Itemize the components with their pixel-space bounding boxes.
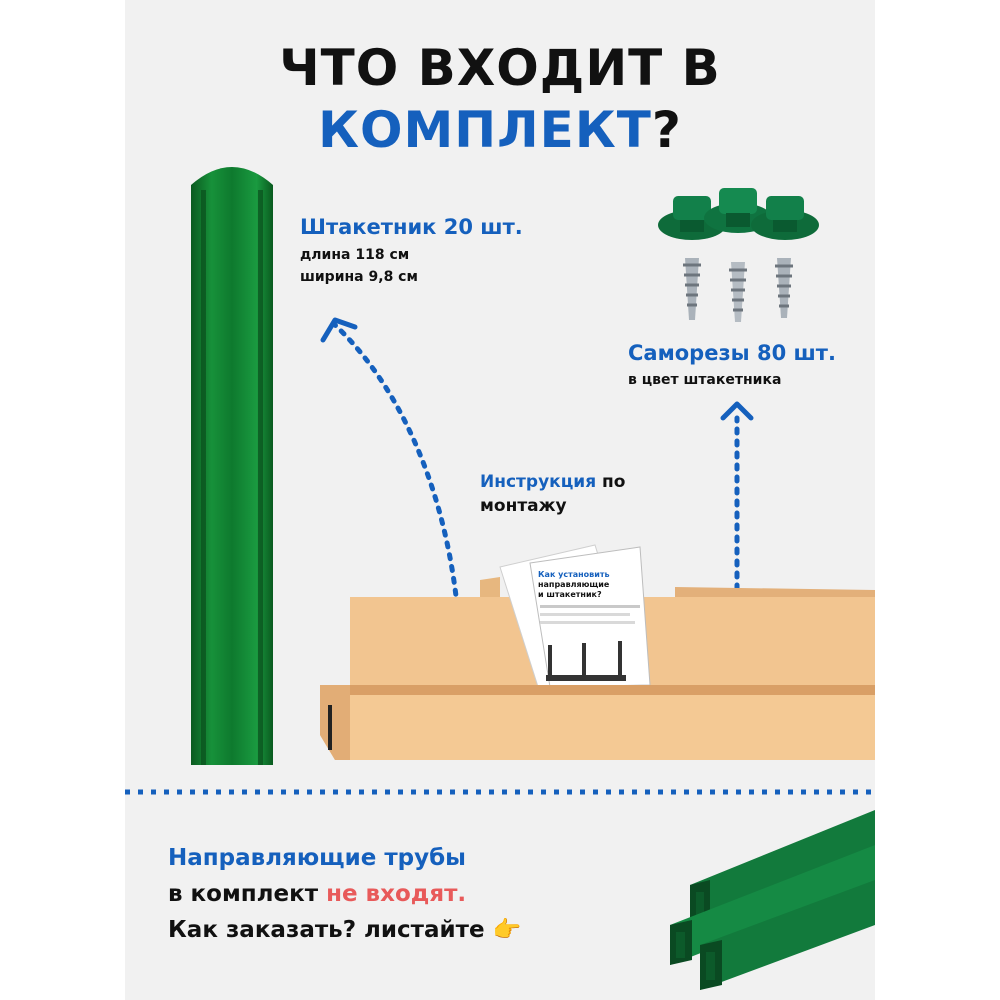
instruction-accent: Инструкция	[480, 472, 597, 492]
pipes-heading: Направляющие трубы	[168, 845, 466, 871]
instruction-line-2: монтажу	[480, 496, 567, 516]
order-hint: Как заказать? листайте 👉	[168, 912, 521, 948]
product-card: ЧТО ВХОДИТ В КОМПЛЕКТ? Штакетник 20 шт. …	[125, 0, 875, 1000]
svg-text:направляющие: направляющие	[538, 580, 610, 589]
screws-image	[658, 188, 819, 322]
screws-sub: в цвет штакетника	[628, 372, 782, 388]
title-line-1: ЧТО ВХОДИТ В	[279, 39, 721, 97]
title-accent: КОМПЛЕКТ	[318, 101, 652, 159]
pointing-hand-icon: 👉	[492, 917, 522, 943]
screws-heading: Саморезы 80 шт.	[628, 341, 836, 365]
picket-heading: Штакетник 20 шт.	[300, 215, 523, 239]
arrow-up-icon	[720, 401, 754, 421]
pipes-not-included-pre: в комплект	[168, 881, 327, 907]
pipes-image	[670, 810, 875, 990]
box-image: Как установить направляющие и штакетник?	[320, 544, 875, 760]
order-hint-text: Как заказать? листайте	[168, 917, 485, 943]
svg-text:и штакетник?: и штакетник?	[538, 590, 602, 599]
picket-image	[191, 167, 273, 765]
instruction-label: Инструкция по монтажу	[480, 470, 625, 518]
pipes-not-included: в комплект не входят.	[168, 876, 466, 912]
svg-text:Как установить: Как установить	[538, 570, 610, 579]
instruction-rest: по	[596, 472, 626, 492]
pipes-not-included-accent: не входят.	[326, 881, 467, 907]
picket-length: длина 118 см	[300, 247, 410, 263]
picket-width: ширина 9,8 см	[300, 269, 418, 285]
arrow-up-icon	[320, 317, 358, 343]
title-line-2: КОМПЛЕКТ?	[125, 100, 875, 160]
title-question: ?	[651, 101, 682, 159]
